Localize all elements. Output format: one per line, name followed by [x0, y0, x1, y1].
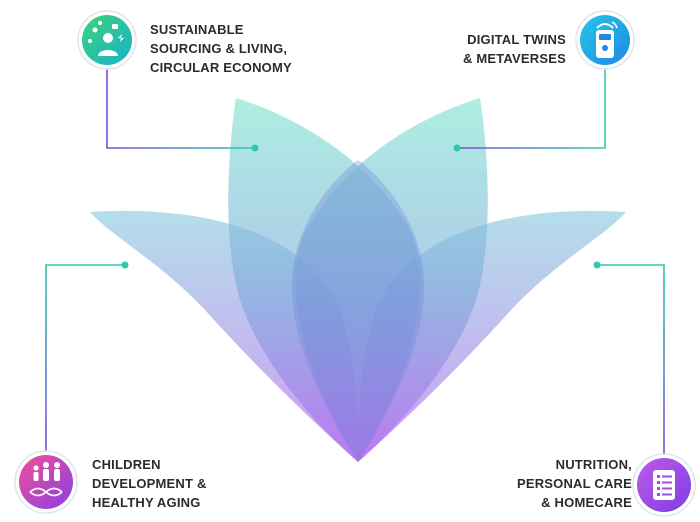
- label-line: CHILDREN: [92, 457, 161, 472]
- petal-center: [291, 160, 425, 462]
- anchor-dot-top-right: [453, 144, 461, 152]
- label-children: CHILDREN DEVELOPMENT & HEALTHY AGING: [92, 455, 207, 512]
- label-line: DIGITAL TWINS: [467, 32, 566, 47]
- document-checklist-icon: [632, 453, 696, 517]
- connector-top-left: [106, 68, 255, 149]
- label-line: NUTRITION,: [555, 457, 632, 472]
- anchor-dot-top-left: [251, 144, 259, 152]
- connector-right: [597, 264, 665, 455]
- label-line: & HOMECARE: [541, 495, 632, 510]
- smart-device-icon: [575, 10, 635, 70]
- petal-upper-right: [295, 98, 488, 462]
- label-line: SOURCING & LIVING,: [150, 41, 288, 56]
- label-line: DEVELOPMENT &: [92, 476, 207, 491]
- label-line: CIRCULAR ECONOMY: [150, 60, 292, 75]
- label-nutrition: NUTRITION, PERSONAL CARE & HOMECARE: [517, 455, 632, 512]
- label-digital: DIGITAL TWINS & METAVERSES: [463, 30, 566, 68]
- family-dna-icon: [14, 450, 78, 514]
- label-line: & METAVERSES: [462, 51, 566, 66]
- label-line: HEALTHY AGING: [92, 495, 201, 510]
- sustainability-people-icon: [77, 10, 137, 70]
- label-line: PERSONAL CARE: [516, 476, 632, 491]
- connector-top-right: [457, 68, 606, 149]
- anchor-dot-left: [121, 261, 129, 269]
- label-line: SUSTAINABLE: [150, 22, 244, 37]
- connector-left: [45, 264, 125, 452]
- anchor-dot-right: [593, 261, 601, 269]
- label-sustainable: SUSTAINABLE SOURCING & LIVING, CIRCULAR …: [150, 20, 292, 77]
